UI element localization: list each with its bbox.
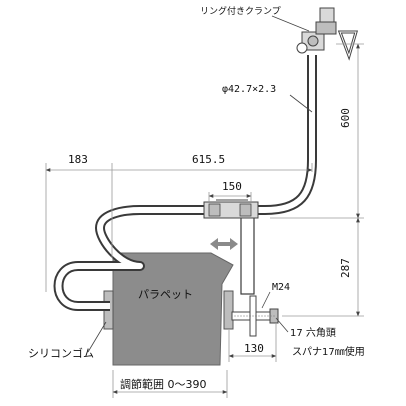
adjust-arrow-icon xyxy=(210,238,238,250)
dim-150-line xyxy=(208,192,252,202)
silicone-pad-right xyxy=(223,290,234,330)
hex-head-label: 17 六角頭 xyxy=(290,327,336,339)
dim-287: 287 xyxy=(339,258,352,278)
dim-adjust-range-line xyxy=(112,370,228,398)
dim-130: 130 xyxy=(244,342,264,355)
dim-183: 183 xyxy=(68,153,88,166)
spanner-label: スパナ17㎜使用 xyxy=(292,345,365,358)
dim-150: 150 xyxy=(222,180,242,193)
hex-head-leader xyxy=(275,317,289,333)
bolt-leader xyxy=(261,291,271,309)
pipe-spec-leader xyxy=(289,94,313,113)
ring-clamp-label: リング付きクランプ xyxy=(200,5,281,17)
dim-600: 600 xyxy=(339,108,352,128)
parapet-label: パラペット xyxy=(138,288,193,301)
adjust-range-label: 調節範囲 0～390 xyxy=(120,377,207,391)
vertical-post xyxy=(240,213,255,295)
ring-clamp xyxy=(296,7,358,61)
silicone-leader xyxy=(87,321,107,353)
pipe-spec-label: φ42.7×2.3 xyxy=(222,84,276,95)
dim-130-line xyxy=(228,324,277,362)
parapet-block xyxy=(112,252,234,366)
silicone-label: シリコンゴム xyxy=(28,346,94,360)
dim-615: 615.5 xyxy=(192,153,225,166)
ring-clamp-leader xyxy=(271,15,310,32)
dim-horizontal-top xyxy=(45,163,313,292)
dim-vertical-right xyxy=(270,43,364,317)
bolt-label: M24 xyxy=(272,282,290,293)
pipe-joint xyxy=(203,199,259,219)
main-pipe xyxy=(53,55,317,311)
m24-bolt xyxy=(231,295,279,337)
